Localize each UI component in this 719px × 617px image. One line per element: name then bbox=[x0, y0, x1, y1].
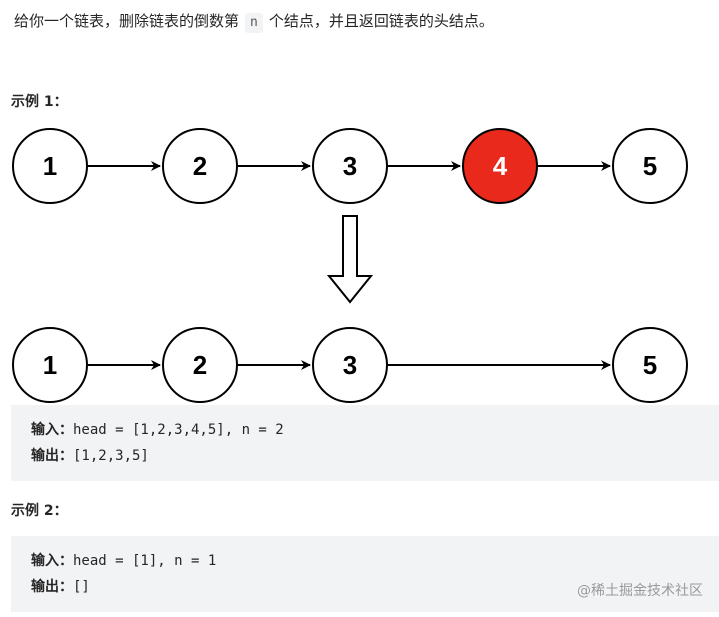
input-label: 输入： bbox=[31, 422, 73, 438]
example-1-heading: 示例 1： bbox=[11, 94, 68, 110]
list-after: 1 2 3 5 bbox=[12, 327, 688, 403]
node-4-removed: 4 bbox=[462, 128, 538, 204]
node-1: 1 bbox=[12, 128, 88, 204]
output-value: [] bbox=[73, 579, 90, 595]
linked-list-diagram: 1 2 3 4 5 1 2 bbox=[12, 128, 688, 403]
output-value: [1,2,3,5] bbox=[73, 448, 149, 464]
node-label: 4 bbox=[493, 151, 508, 181]
intro-text-before: 给你一个链表，删除链表的倒数第 bbox=[14, 12, 240, 30]
example-2-heading: 示例 2： bbox=[11, 503, 68, 519]
node-label: 5 bbox=[643, 350, 657, 380]
node-5: 5 bbox=[612, 128, 688, 204]
node-label: 2 bbox=[193, 151, 207, 181]
output-line: 输出：[1,2,3,5] bbox=[31, 443, 719, 469]
input-line: 输入：head = [1,2,3,4,5], n = 2 bbox=[31, 417, 719, 443]
list-before: 1 2 3 4 5 bbox=[12, 128, 688, 204]
example-2-code-block: 输入：head = [1], n = 1 输出：[] bbox=[11, 536, 719, 612]
node-2: 2 bbox=[162, 128, 238, 204]
node-3: 3 bbox=[312, 128, 388, 204]
node-1: 1 bbox=[12, 327, 88, 403]
node-label: 1 bbox=[43, 350, 57, 380]
watermark: @稀土掘金技术社区 bbox=[577, 583, 703, 599]
output-line: 输出：[] bbox=[31, 574, 719, 600]
node-label: 5 bbox=[643, 151, 657, 181]
input-value: head = [1], n = 1 bbox=[73, 553, 217, 569]
node-3: 3 bbox=[312, 327, 388, 403]
input-value: head = [1,2,3,4,5], n = 2 bbox=[73, 422, 284, 438]
node-5: 5 bbox=[612, 327, 688, 403]
node-label: 1 bbox=[43, 151, 57, 181]
node-label: 3 bbox=[343, 350, 357, 380]
node-2: 2 bbox=[162, 327, 238, 403]
input-line: 输入：head = [1], n = 1 bbox=[31, 548, 719, 574]
example-1-code-block: 输入：head = [1,2,3,4,5], n = 2 输出：[1,2,3,5… bbox=[11, 405, 719, 481]
transform-down-arrow-icon bbox=[326, 215, 374, 304]
input-label: 输入： bbox=[31, 553, 73, 569]
output-label: 输出： bbox=[31, 448, 73, 464]
node-label: 2 bbox=[193, 350, 207, 380]
intro-text-after: 个结点，并且返回链表的头结点。 bbox=[268, 12, 494, 30]
problem-statement: 给你一个链表，删除链表的倒数第 n 个结点，并且返回链表的头结点。 bbox=[14, 10, 494, 33]
node-label: 3 bbox=[343, 151, 357, 181]
inline-code-n: n bbox=[245, 13, 263, 33]
output-label: 输出： bbox=[31, 579, 73, 595]
